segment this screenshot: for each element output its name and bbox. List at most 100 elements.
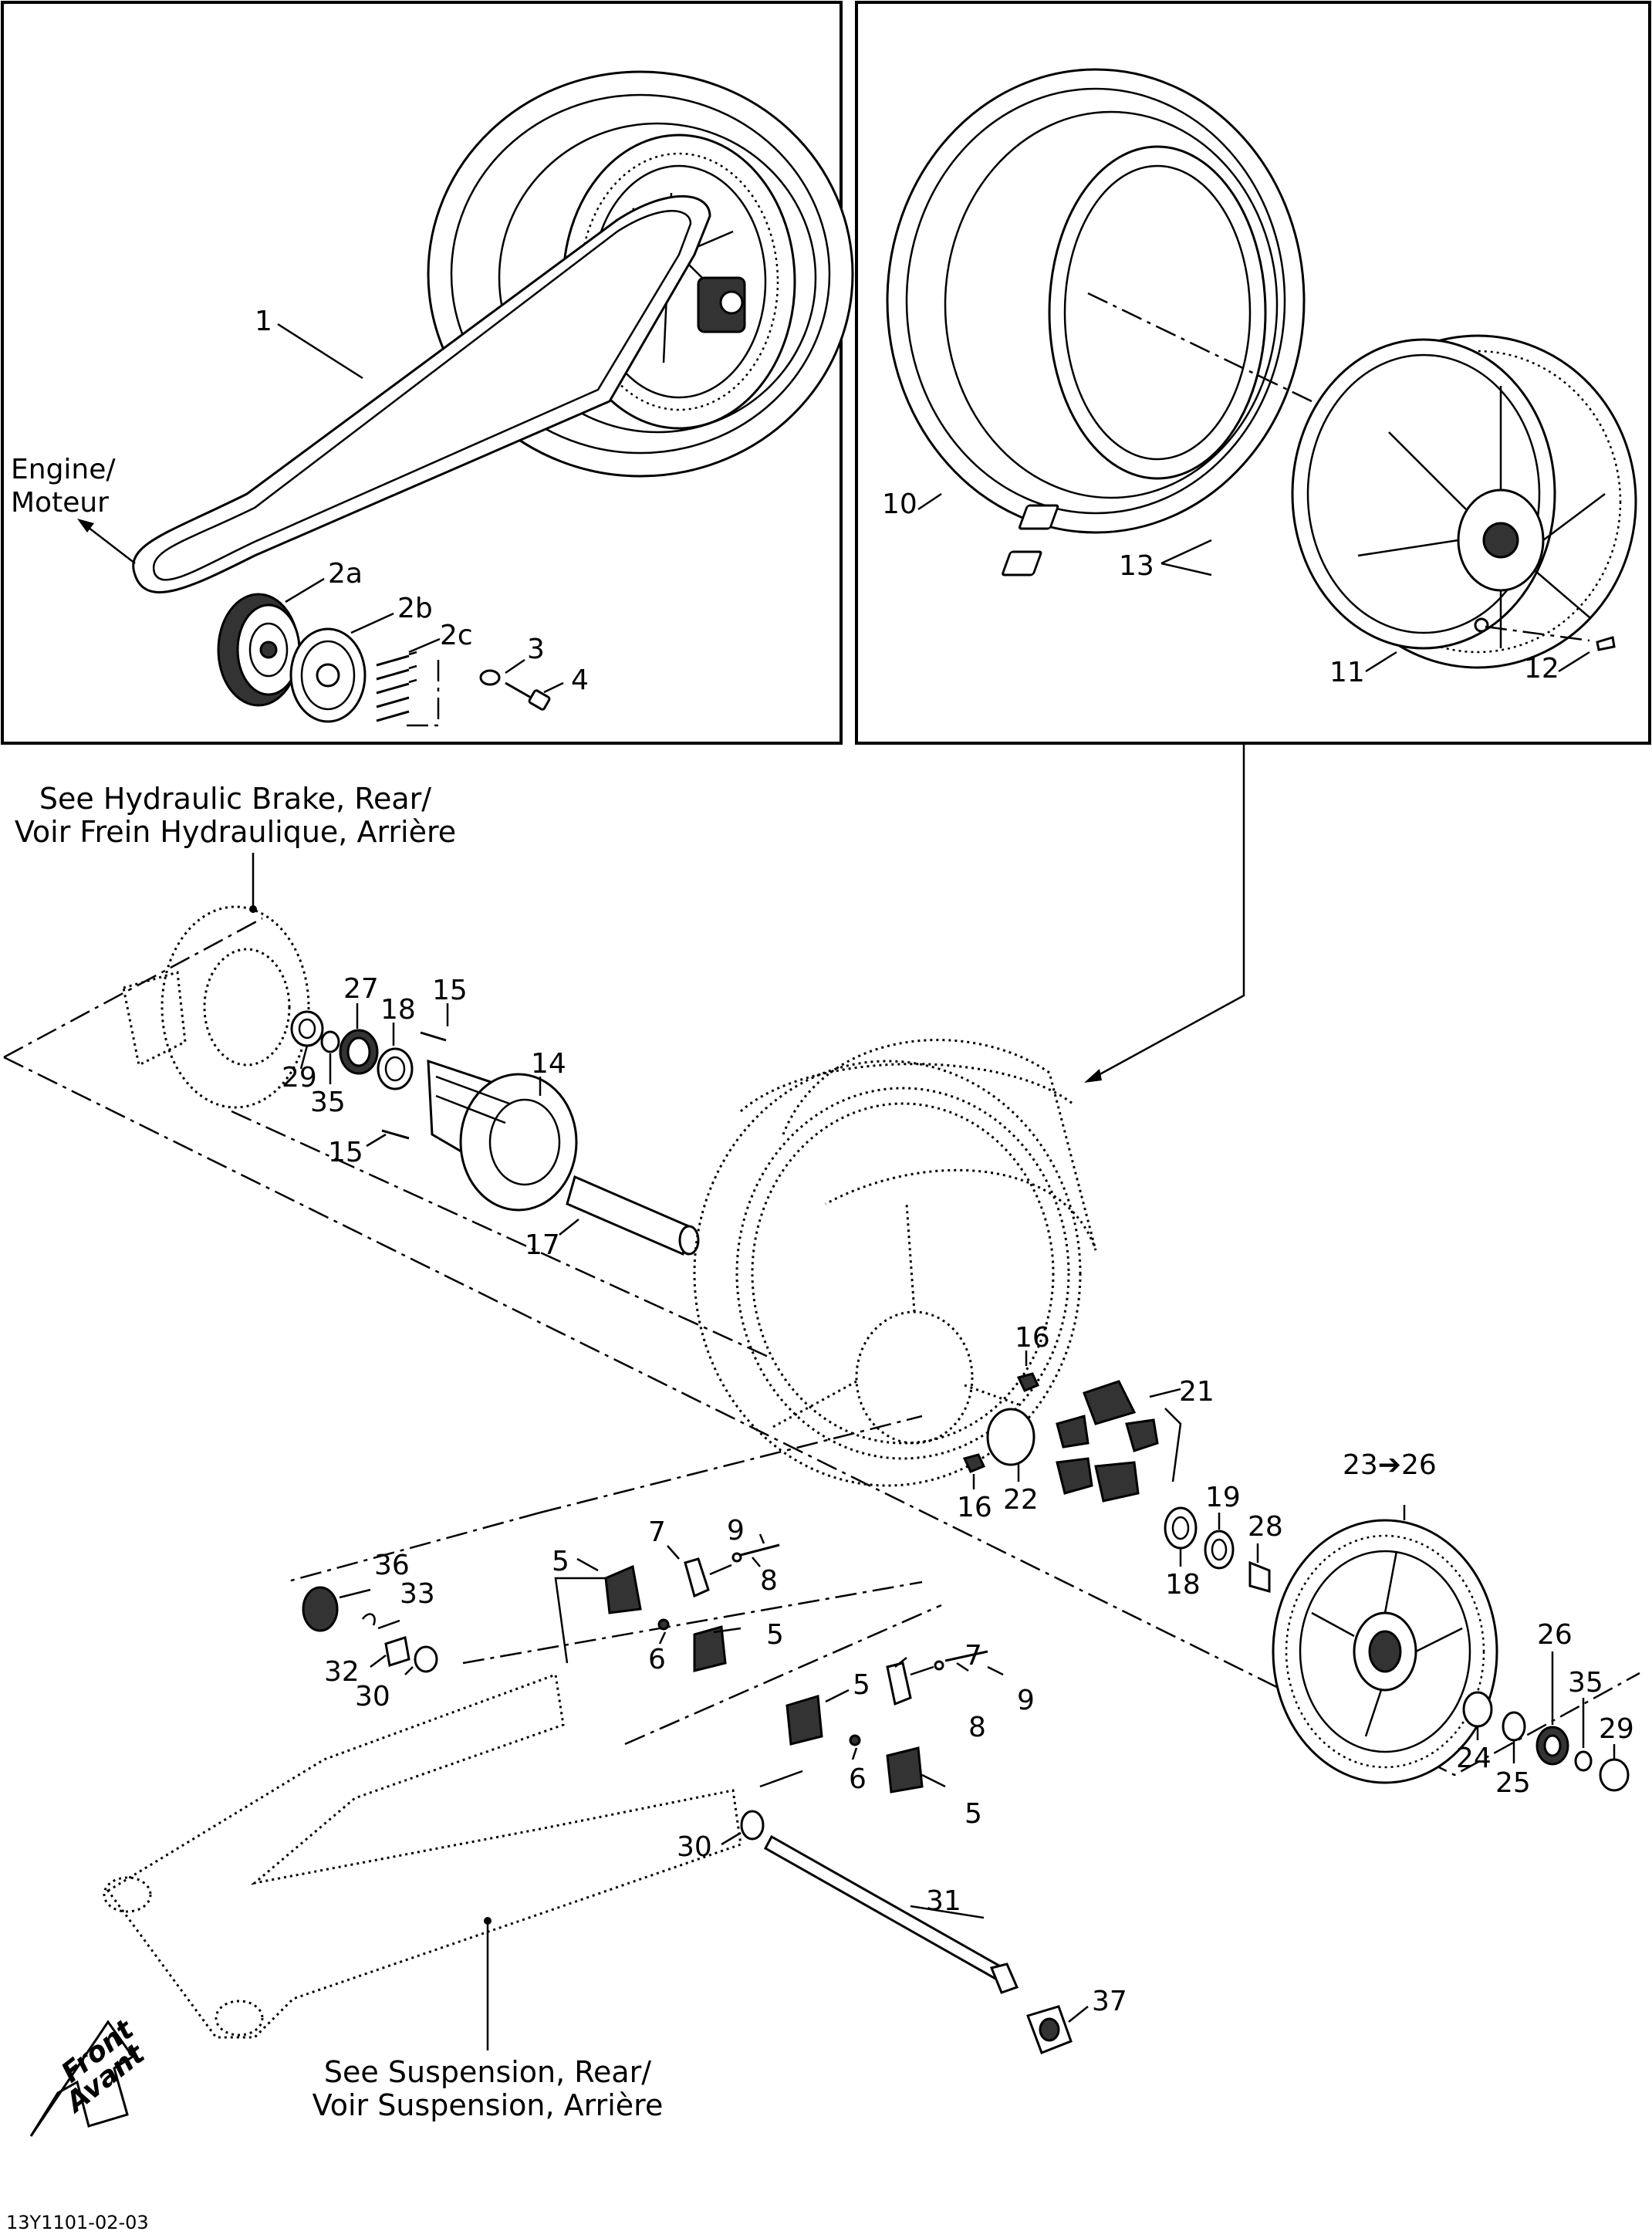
engine-label: Engine/ xyxy=(11,454,116,485)
hub-nuts xyxy=(962,1372,1040,1473)
callout-35-left: 35 xyxy=(310,1087,346,1118)
callout-2c: 2c xyxy=(440,620,473,651)
washer xyxy=(479,669,501,686)
axle-envelope-upper xyxy=(3,917,263,1059)
callout-2a: 2a xyxy=(328,558,363,590)
callout-5-d: 5 xyxy=(965,1798,982,1830)
hydraulic-brake-dot xyxy=(249,905,257,913)
callout-18-left: 18 xyxy=(380,994,416,1026)
axle xyxy=(763,1834,1019,1994)
flange-bolt xyxy=(505,681,551,711)
callout-26: 26 xyxy=(1537,1619,1573,1651)
callout-24: 24 xyxy=(1456,1743,1492,1774)
leader-lines-main xyxy=(299,1003,1616,2023)
callout-35-right: 35 xyxy=(1568,1667,1603,1699)
callout-5-b: 5 xyxy=(766,1619,784,1651)
suspension-note-fr: Voir Suspension, Arrière xyxy=(312,2088,664,2122)
callout-37: 37 xyxy=(1092,1986,1127,2017)
hydraulic-brake-note-en: See Hydraulic Brake, Rear/ xyxy=(39,782,431,816)
callout-30-left: 30 xyxy=(355,1681,390,1712)
callout-15-upper: 15 xyxy=(432,975,468,1006)
callout-25: 25 xyxy=(1495,1767,1531,1799)
callout-4: 4 xyxy=(571,664,589,696)
hub-bearings-left xyxy=(290,1010,414,1090)
callout-9-b: 9 xyxy=(1017,1685,1035,1716)
axle-centerline xyxy=(231,1110,772,1360)
valve-stem xyxy=(1596,636,1616,651)
axle-envelope-lower xyxy=(3,1056,1640,1777)
callout-29-right: 29 xyxy=(1599,1713,1634,1745)
callout-8-b: 8 xyxy=(968,1712,986,1743)
brake-disc-ghost xyxy=(122,905,310,1109)
callout-18-right: 18 xyxy=(1165,1569,1201,1601)
balance-weights xyxy=(1002,504,1059,576)
o-ring xyxy=(986,1408,1035,1466)
callout-14: 14 xyxy=(531,1048,566,1080)
tire-rim-panel xyxy=(855,1,1651,745)
wheel-assembly-ghost xyxy=(693,1039,1097,1487)
callout-5-c: 5 xyxy=(853,1669,870,1701)
rim-dashed-axis xyxy=(1485,625,1590,642)
suspension-dot xyxy=(484,1917,492,1925)
tire xyxy=(886,68,1306,534)
hub-bolts xyxy=(381,1031,447,1140)
callout-21: 21 xyxy=(1179,1376,1215,1408)
callout-33: 33 xyxy=(400,1578,435,1610)
engine-direction-arrow xyxy=(77,519,136,564)
callout-30-right: 30 xyxy=(677,1831,712,1863)
drive-belt xyxy=(132,194,711,593)
leader-lines-top-left xyxy=(277,323,564,694)
callout-2b: 2b xyxy=(397,593,433,624)
connector-arrow xyxy=(1084,743,1245,1083)
callout-27: 27 xyxy=(343,973,379,1005)
callout-1: 1 xyxy=(255,306,272,337)
right-spacer-washer xyxy=(740,1810,765,1841)
callout-13: 13 xyxy=(1119,550,1154,582)
callout-28: 28 xyxy=(1248,1511,1283,1543)
callout-31: 31 xyxy=(926,1885,961,1917)
callout-29-left: 29 xyxy=(282,1062,317,1094)
callout-16-upper: 16 xyxy=(1015,1322,1050,1354)
suspension-note-en: See Suspension, Rear/ xyxy=(324,2055,651,2089)
callout-16-lower: 16 xyxy=(957,1492,992,1523)
cush-drive-dampers xyxy=(1056,1380,1159,1503)
callout-6-b: 6 xyxy=(849,1763,867,1795)
callout-11: 11 xyxy=(1329,657,1365,688)
hardware-envelope xyxy=(285,1415,923,1665)
callout-3: 3 xyxy=(527,634,545,665)
callout-12: 12 xyxy=(1524,653,1559,685)
drive-sprocket xyxy=(217,593,301,707)
tire-centerline xyxy=(1087,292,1312,403)
callout-7-a: 7 xyxy=(648,1516,666,1548)
rear-sprocket xyxy=(1272,1519,1498,1784)
callout-19: 19 xyxy=(1205,1482,1241,1513)
rim xyxy=(1291,334,1637,669)
adjuster-hardware-upper xyxy=(604,1543,780,1672)
callout-8-a: 8 xyxy=(760,1565,778,1597)
callout-6-a: 6 xyxy=(648,1644,666,1675)
spacer-tube xyxy=(566,1175,700,1256)
callout-32: 32 xyxy=(324,1656,360,1688)
swingarm-ghost xyxy=(103,1672,742,2039)
hardware-envelope-2 xyxy=(624,1604,942,1746)
callout-17: 17 xyxy=(525,1229,560,1261)
moteur-label: Moteur xyxy=(11,487,109,519)
axle-cap xyxy=(1026,2005,1073,2054)
callout-10: 10 xyxy=(882,489,917,520)
callout-22: 22 xyxy=(1003,1484,1039,1516)
callout-36: 36 xyxy=(374,1550,410,1581)
adjuster-hardware-lower xyxy=(785,1650,988,1793)
hub xyxy=(427,1059,578,1212)
sprocket-bolts xyxy=(376,651,440,727)
callout-5-a: 5 xyxy=(552,1546,569,1577)
callout-23-26: 23➔26 xyxy=(1343,1449,1437,1481)
swingarm-pointers xyxy=(554,1577,803,1788)
front-direction-arrow xyxy=(29,2020,135,2137)
left-axle-hardware xyxy=(302,1586,438,1673)
callout-15-lower: 15 xyxy=(328,1137,363,1168)
belt-drive-panel xyxy=(1,1,843,745)
callout-9-a: 9 xyxy=(727,1515,745,1547)
callout-7-b: 7 xyxy=(965,1640,982,1672)
figure-reference: 13Y1101-02-03 xyxy=(6,2212,149,2233)
